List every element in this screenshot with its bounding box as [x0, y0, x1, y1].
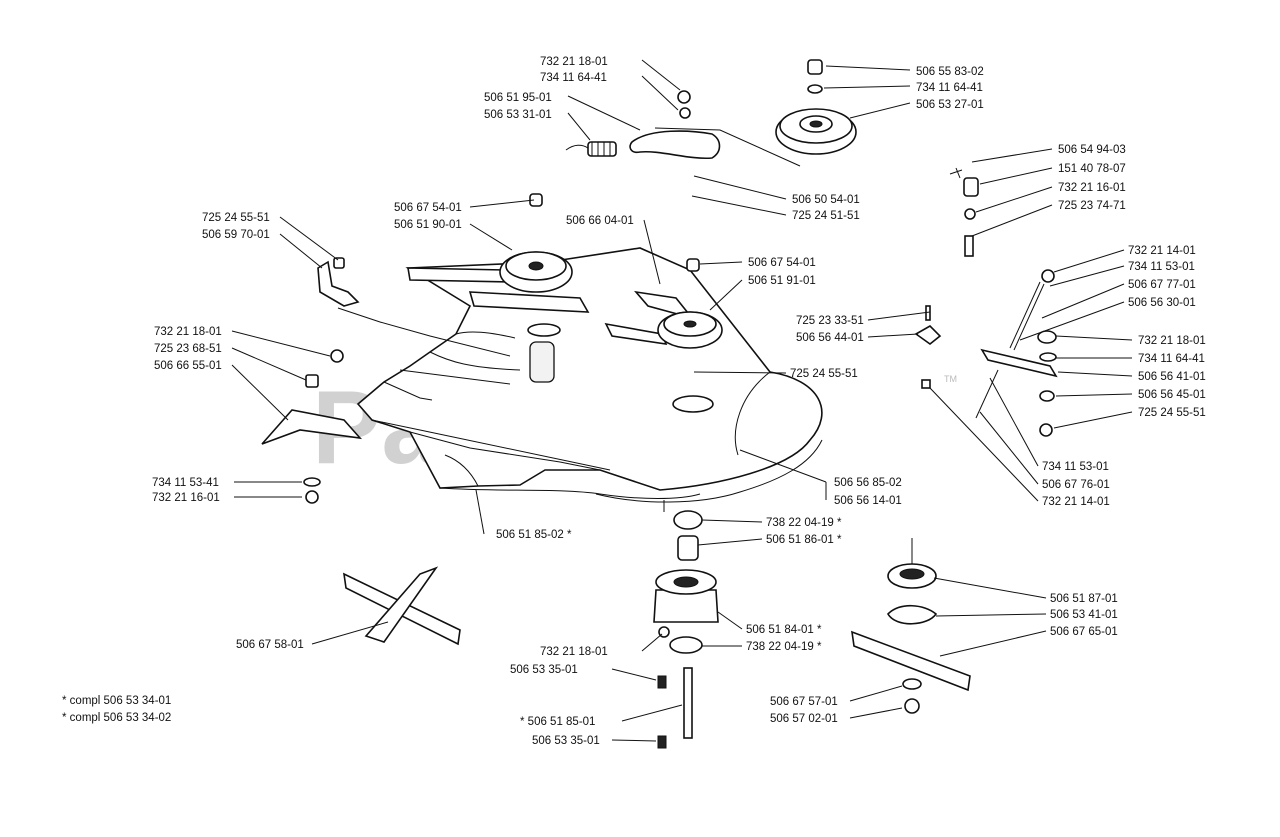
- idler-arm: [565, 90, 721, 160]
- part-label: 506 54 94-03: [1058, 144, 1126, 156]
- spring-bolt: [949, 167, 979, 257]
- part-label: 732 21 14-01: [1128, 245, 1196, 257]
- part-label: 506 57 02-01: [770, 713, 838, 725]
- part-label: 725 24 51-51: [792, 210, 860, 222]
- part-label: 506 66 04-01: [566, 215, 634, 227]
- part-label: 506 67 57-01: [770, 696, 838, 708]
- part-label: 506 67 76-01: [1042, 479, 1110, 491]
- part-label: 506 56 45-01: [1138, 389, 1206, 401]
- part-label: 734 11 64-41: [1138, 353, 1205, 365]
- part-label: 506 67 54-01: [394, 202, 462, 214]
- left-pulley: [499, 193, 573, 383]
- part-label: 732 21 16-01: [1058, 182, 1126, 194]
- part-label: 734 11 64-41: [540, 72, 607, 84]
- part-label: 506 51 86-01 *: [766, 534, 842, 546]
- part-label: 506 53 41-01: [1050, 609, 1118, 621]
- part-label: 725 23 68-51: [154, 343, 222, 355]
- spindle: [653, 510, 719, 749]
- part-label: 506 51 95-01: [484, 92, 552, 104]
- part-label: 506 51 85-02 *: [496, 529, 572, 541]
- part-label: 506 56 41-01: [1138, 371, 1206, 383]
- part-label: 506 59 70-01: [202, 229, 270, 241]
- part-label: 725 24 55-51: [790, 368, 858, 380]
- part-label: 506 53 31-01: [484, 109, 552, 121]
- leader-lines: [231, 59, 1133, 742]
- part-label: 725 23 33-51: [796, 315, 864, 327]
- part-label: 506 66 55-01: [154, 360, 222, 372]
- right-blade: [851, 563, 971, 714]
- part-label: 506 67 54-01: [748, 257, 816, 269]
- part-label: 732 21 16-01: [152, 492, 220, 504]
- part-label: 506 56 30-01: [1128, 297, 1196, 309]
- part-label: 734 11 53-41: [152, 477, 219, 489]
- part-label: 506 67 65-01: [1050, 626, 1118, 638]
- part-label: 732 21 18-01: [540, 56, 608, 68]
- right-pulley: [657, 258, 723, 349]
- part-label: 151 40 78-07: [1058, 163, 1126, 175]
- part-label: 732 21 18-01: [154, 326, 222, 338]
- footnote: * compl 506 53 34-02: [62, 712, 171, 724]
- part-label: 725 24 55-51: [1138, 407, 1206, 419]
- part-label: 725 23 74-71: [1058, 200, 1126, 212]
- part-label: 506 51 91-01: [748, 275, 816, 287]
- part-label: 506 53 27-01: [916, 99, 984, 111]
- part-label: 506 53 35-01: [510, 664, 578, 676]
- left-bracket: [317, 257, 360, 307]
- footnote: * compl 506 53 34-01: [62, 695, 171, 707]
- part-label: 506 51 84-01 *: [746, 624, 822, 636]
- part-label: 506 55 83-02: [916, 66, 984, 78]
- part-label: 506 51 87-01: [1050, 593, 1118, 605]
- part-label: 506 56 44-01: [796, 332, 864, 344]
- left-blades: [342, 566, 461, 646]
- footnotes: * compl 506 53 34-01 * compl 506 53 34-0…: [62, 695, 171, 724]
- part-label: 734 11 64-41: [916, 82, 983, 94]
- part-label: * 506 51 85-01: [520, 716, 595, 728]
- part-label: 506 51 90-01: [394, 219, 462, 231]
- part-label: 732 21 18-01: [540, 646, 608, 658]
- part-label: 732 21 14-01: [1042, 496, 1110, 508]
- part-labels: 732 21 18-01 734 11 64-41 506 51 95-01 5…: [152, 56, 1206, 747]
- part-label: 738 22 04-19 *: [746, 641, 822, 653]
- part-label: 506 50 54-01: [792, 194, 860, 206]
- part-label: 506 56 14-01: [834, 495, 902, 507]
- part-label: 734 11 53-01: [1042, 461, 1109, 473]
- watermark-trademark: TM: [944, 374, 957, 384]
- part-label: 738 22 04-19 *: [766, 517, 842, 529]
- part-label: 506 56 85-02: [834, 477, 902, 489]
- part-label: 506 67 77-01: [1128, 279, 1196, 291]
- drive-pulley: [775, 59, 857, 155]
- tension-rod: [914, 269, 1058, 437]
- part-label: 725 24 55-51: [202, 212, 270, 224]
- mower-deck: [356, 247, 823, 503]
- part-label: 732 21 18-01: [1138, 335, 1206, 347]
- part-label: 506 53 35-01: [532, 735, 600, 747]
- part-label: 734 11 53-01: [1128, 261, 1195, 273]
- part-label: 506 67 58-01: [236, 639, 304, 651]
